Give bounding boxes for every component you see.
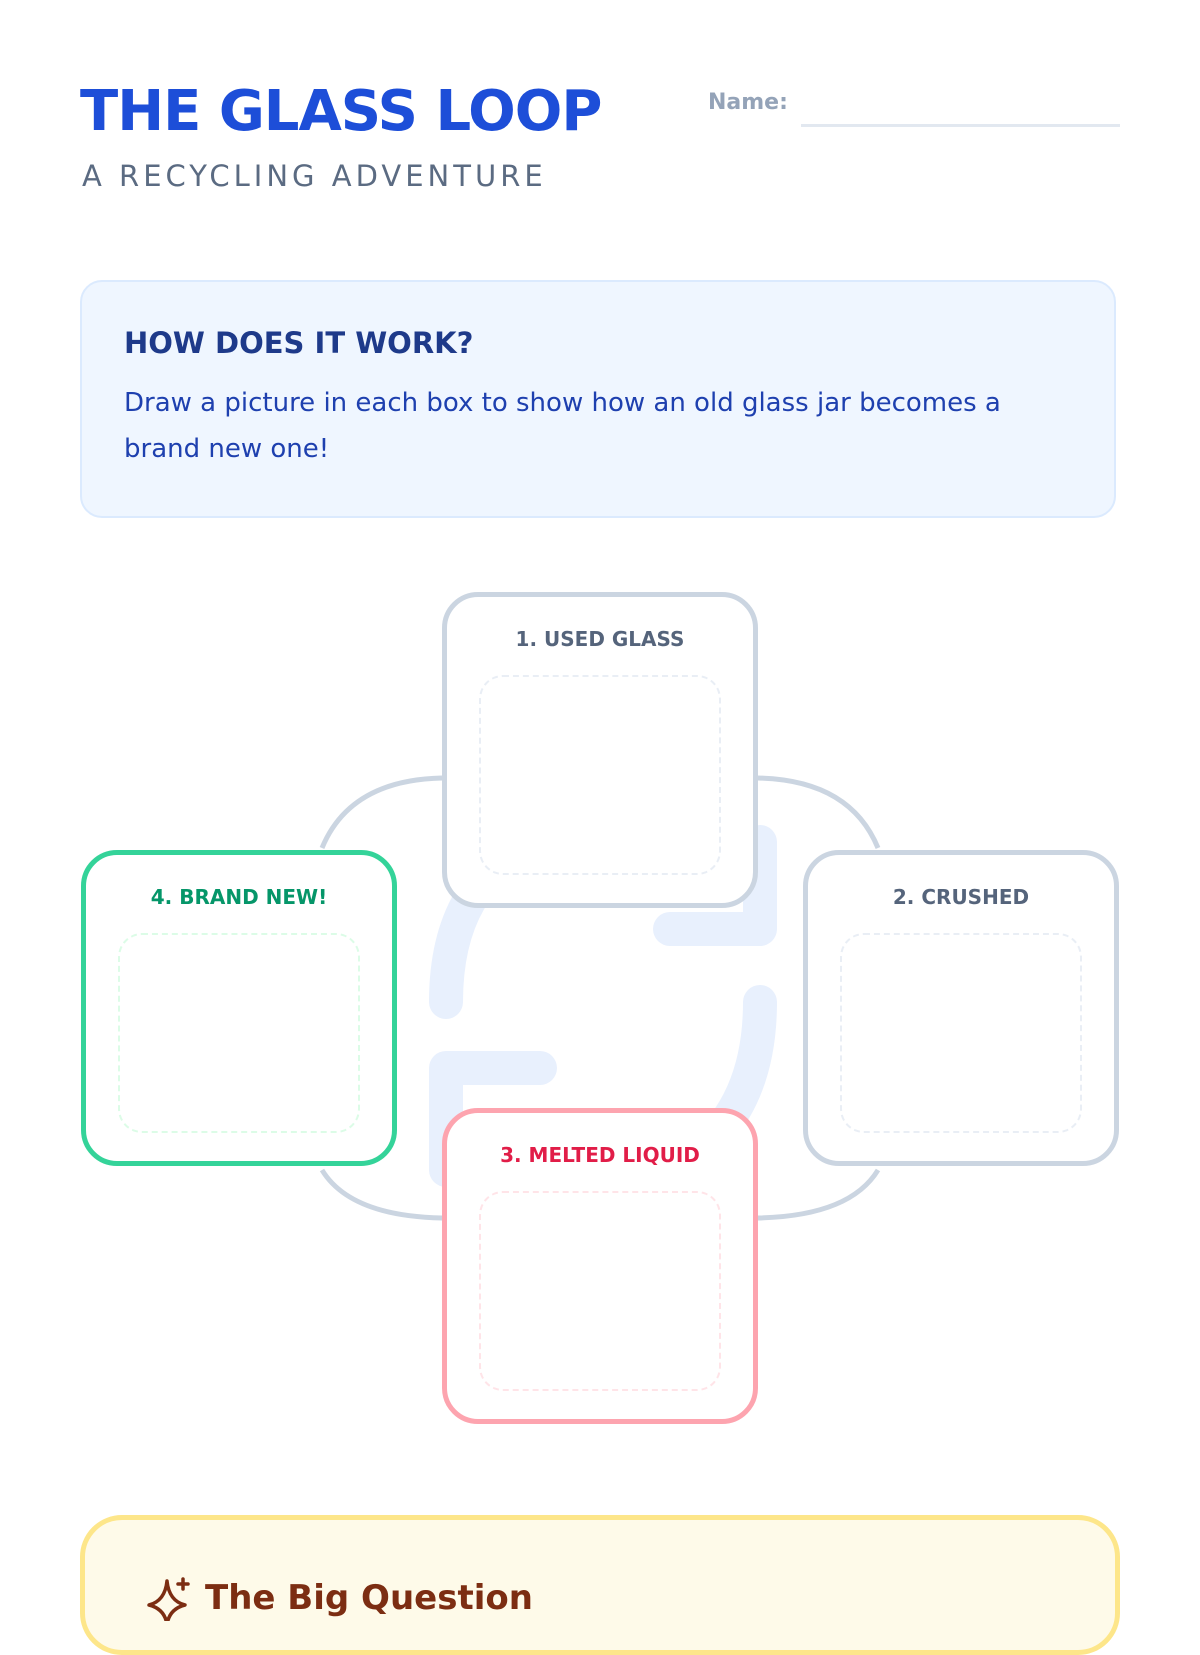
page-title: THE GLASS LOOP (80, 79, 602, 144)
connector-bottom-left (319, 1168, 443, 1221)
step-box-crushed: 2. CRUSHED (803, 850, 1119, 1166)
big-question-title: The Big Question (205, 1578, 533, 1618)
big-question-box: The Big Question (80, 1515, 1120, 1655)
drawing-area[interactable] (479, 1191, 721, 1391)
drawing-area[interactable] (118, 933, 360, 1133)
step-label: 1. USED GLASS (515, 627, 685, 651)
recycling-cycle-diagram: 1. USED GLASS 2. CRUSHED 3. MELTED LIQUI… (0, 580, 1200, 1440)
connector-top-left (319, 775, 443, 849)
step-box-melted-liquid: 3. MELTED LIQUID (442, 1108, 758, 1424)
step-label: 2. CRUSHED (892, 885, 1030, 909)
instructions-box: HOW DOES IT WORK? Draw a picture in each… (80, 280, 1116, 518)
big-question-heading: The Big Question (145, 1575, 533, 1621)
name-input[interactable] (801, 124, 1120, 127)
connector-top-right (757, 775, 881, 849)
connector-bottom-right (757, 1168, 881, 1221)
worksheet-header: THE GLASS LOOP A RECYCLING ADVENTURE Nam… (80, 78, 1120, 208)
step-box-brand-new: 4. BRAND NEW! (81, 850, 397, 1166)
drawing-area[interactable] (479, 675, 721, 875)
page-subtitle: A RECYCLING ADVENTURE (82, 159, 547, 193)
cycle-connectors (319, 775, 881, 1221)
step-label: 4. BRAND NEW! (150, 885, 328, 909)
instructions-heading: HOW DOES IT WORK? (124, 326, 474, 360)
name-field-group: Name: (708, 86, 1120, 127)
sparkle-icon (147, 1577, 190, 1621)
drawing-area[interactable] (840, 933, 1082, 1133)
step-box-used-glass: 1. USED GLASS (442, 592, 758, 908)
instructions-text: Draw a picture in each box to show how a… (124, 388, 1001, 464)
name-label: Name: (708, 90, 788, 115)
arrow-head-top-right (653, 825, 777, 946)
step-label: 3. MELTED LIQUID (500, 1143, 700, 1167)
